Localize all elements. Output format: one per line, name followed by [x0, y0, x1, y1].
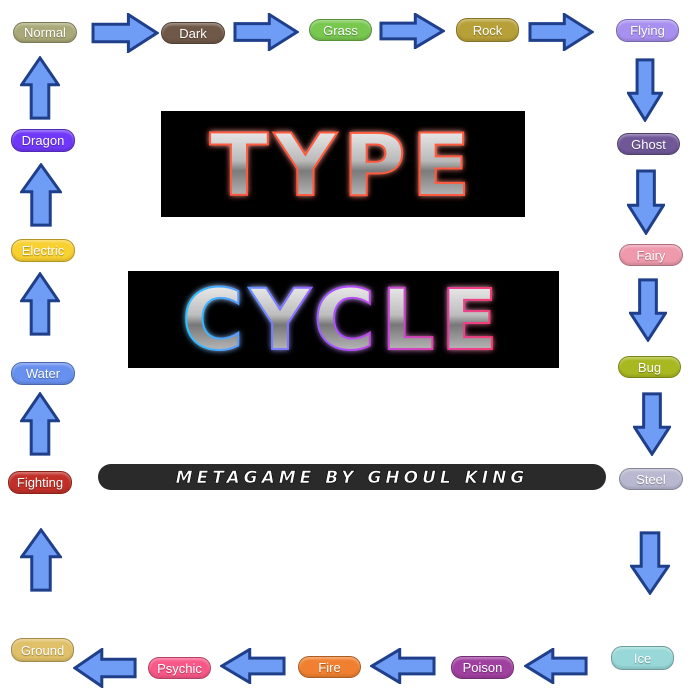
arrow-up-icon: [20, 392, 60, 456]
arrow-left-icon: [370, 648, 436, 684]
arrow-right-icon: [379, 13, 445, 49]
type-fire: Fire: [298, 656, 361, 678]
type-water: Water: [11, 362, 75, 385]
type-fairy: Fairy: [619, 244, 683, 266]
type-dark: Dark: [161, 22, 225, 44]
type-bug: Bug: [618, 356, 681, 378]
title-type-graphic: TYPE: [209, 115, 477, 217]
type-ghost: Ghost: [617, 133, 680, 155]
subtitle-text: METAGAME BY GHOUL KING: [176, 468, 529, 488]
subtitle-graphic: METAGAME BY GHOUL KING: [98, 464, 606, 490]
arrow-left-icon: [73, 648, 137, 688]
title-banner-type: TYPE: [161, 111, 525, 217]
arrow-right-icon: [233, 13, 299, 51]
type-poison: Poison: [451, 656, 514, 679]
arrow-up-icon: [20, 163, 62, 227]
arrow-down-icon: [627, 169, 665, 235]
type-ground: Ground: [11, 638, 74, 662]
type-steel: Steel: [619, 468, 683, 490]
arrow-down-icon: [633, 392, 671, 456]
arrow-up-icon: [20, 528, 62, 592]
arrow-up-icon: [20, 272, 60, 336]
type-psychic: Psychic: [148, 657, 211, 679]
type-grass: Grass: [309, 19, 372, 41]
type-normal: Normal: [13, 22, 77, 43]
arrow-down-icon: [629, 278, 667, 342]
arrow-right-icon: [91, 13, 159, 53]
arrow-left-icon: [220, 648, 286, 684]
arrow-up-icon: [20, 56, 60, 120]
type-fighting: Fighting: [8, 471, 72, 494]
title-line2: CYCLE: [182, 271, 504, 368]
type-dragon: Dragon: [11, 129, 75, 152]
title-banner-cycle: CYCLE: [128, 271, 559, 368]
arrow-down-icon: [630, 531, 670, 595]
type-rock: Rock: [456, 18, 519, 42]
title-cycle-graphic: CYCLE: [181, 271, 504, 368]
type-electric: Electric: [11, 239, 75, 262]
arrow-left-icon: [524, 648, 588, 684]
arrow-down-icon: [627, 58, 663, 122]
arrow-right-icon: [528, 13, 594, 51]
type-ice: Ice: [611, 646, 674, 670]
title-line1: TYPE: [210, 116, 477, 216]
type-flying: Flying: [616, 19, 679, 42]
